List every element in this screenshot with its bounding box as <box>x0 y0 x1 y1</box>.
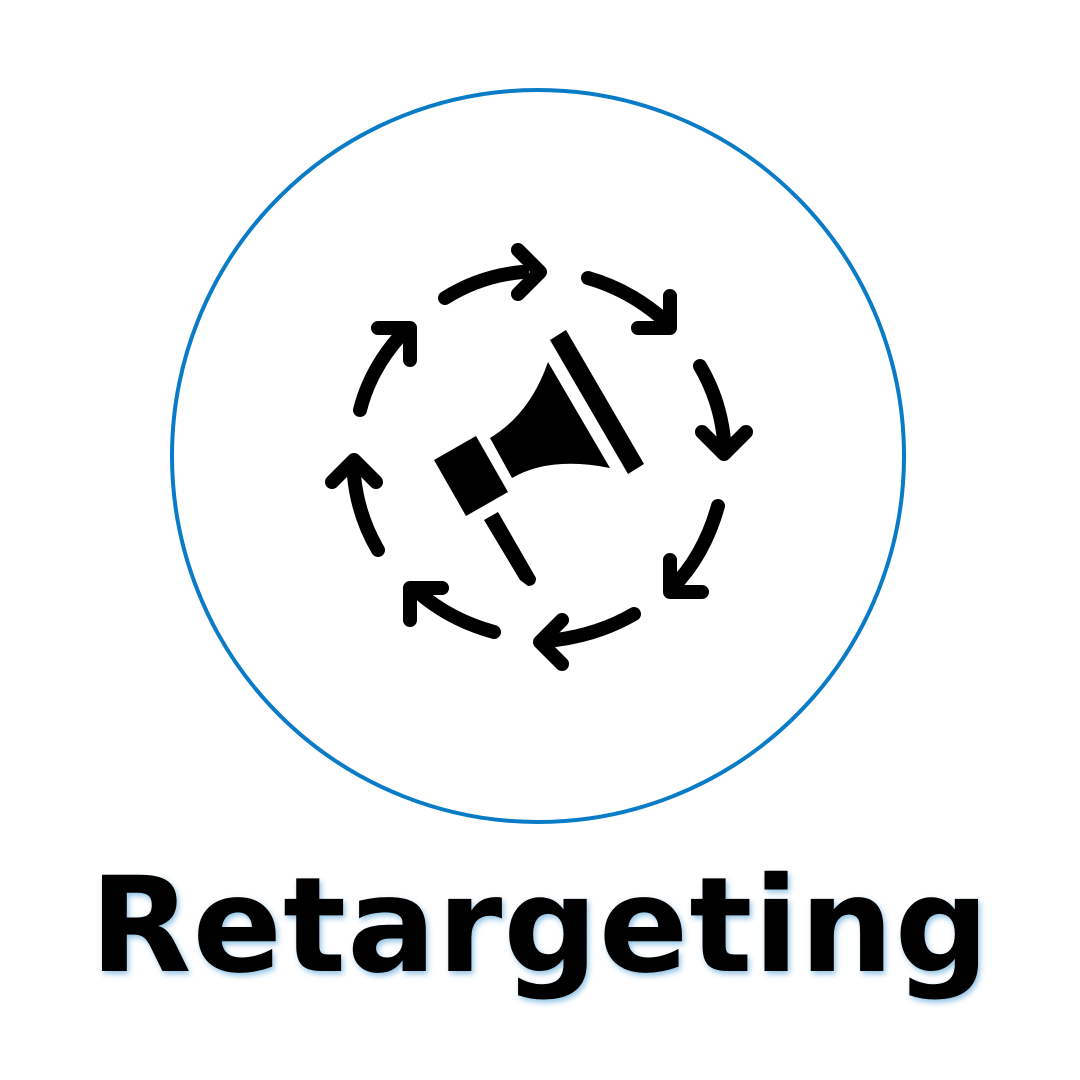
badge-circle <box>170 88 906 824</box>
retargeting-emblem <box>325 243 753 671</box>
megaphone-icon <box>434 330 644 586</box>
circular-arrows-icon <box>325 243 753 671</box>
badge-label: Retargeting <box>89 849 991 1003</box>
